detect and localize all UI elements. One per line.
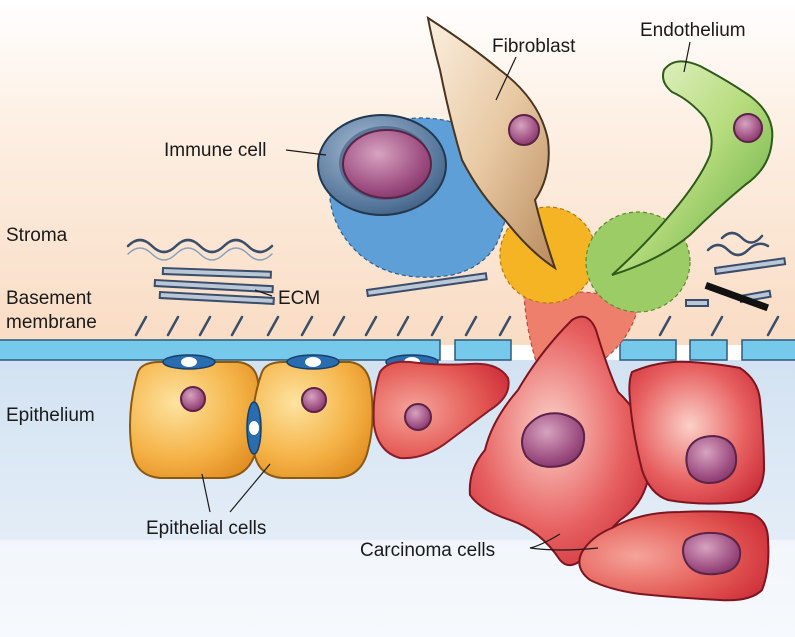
endothelium-cell bbox=[611, 60, 774, 276]
label-carcinoma-cells: Carcinoma cells bbox=[360, 540, 495, 561]
fibroblast-nucleus bbox=[508, 114, 540, 146]
transitioning-nucleus bbox=[404, 403, 432, 431]
immune-nucleus bbox=[342, 129, 432, 199]
immune-cell bbox=[317, 114, 447, 216]
label-basement-membrane-line2: membrane bbox=[6, 312, 97, 333]
epithelial-nucleus-left bbox=[180, 386, 206, 412]
basement-membrane-hatch bbox=[134, 315, 780, 337]
transitioning-cell bbox=[372, 360, 510, 460]
carcinoma-cell-lower-right bbox=[578, 510, 770, 602]
label-epithelium: Epithelium bbox=[6, 405, 95, 426]
label-immune-cell: Immune cell bbox=[164, 140, 266, 161]
ecm-dark-rod bbox=[704, 282, 770, 312]
carcinoma-cell-upper-right bbox=[628, 360, 766, 505]
label-ecm: ECM bbox=[278, 288, 320, 309]
endothelium-nucleus bbox=[733, 113, 763, 143]
carcinoma-nucleus-upper-right bbox=[685, 434, 738, 484]
epithelial-nucleus-right bbox=[301, 387, 327, 413]
carcinoma-cell-large bbox=[468, 315, 652, 567]
label-epithelial-cells: Epithelial cells bbox=[146, 518, 266, 539]
carcinoma-nucleus-large bbox=[521, 412, 586, 468]
epithelial-cell-right bbox=[251, 361, 374, 479]
carcinoma-nucleus-lower-right bbox=[682, 531, 742, 576]
leader-lines bbox=[201, 41, 691, 551]
label-fibroblast: Fibroblast bbox=[492, 36, 576, 57]
label-stroma: Stroma bbox=[6, 225, 68, 246]
label-basement-membrane-line1: Basement bbox=[6, 288, 92, 309]
label-endothelium: Endothelium bbox=[640, 20, 746, 41]
basement-membrane bbox=[0, 339, 795, 361]
fibroblast-cell bbox=[426, 15, 557, 271]
epithelial-cell-left bbox=[129, 361, 262, 479]
